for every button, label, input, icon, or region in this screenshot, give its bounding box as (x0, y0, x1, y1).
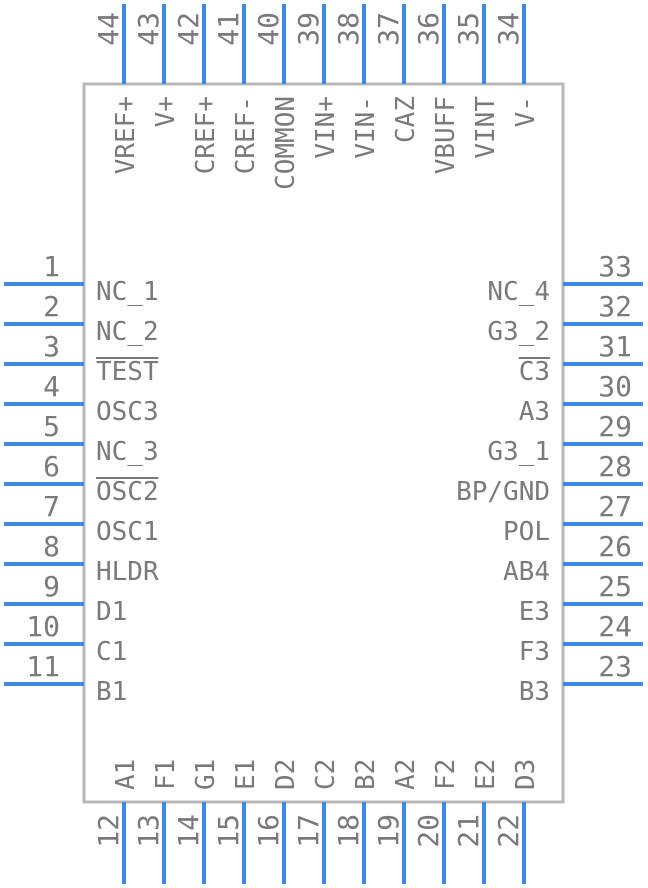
pin-label-nc-1: NC_1 (96, 277, 159, 307)
pin-number-41: 41 (212, 12, 245, 46)
pin-label-osc1: OSC1 (96, 517, 159, 547)
pin-number-37: 37 (372, 12, 405, 46)
pin-number-24: 24 (598, 610, 632, 643)
pin-label-g3-1: G3_1 (487, 437, 550, 467)
pin-number-17: 17 (292, 814, 325, 848)
pin-label-b3: B3 (519, 677, 550, 707)
pin-label-ab4: AB4 (503, 557, 550, 587)
pin-number-40: 40 (252, 12, 285, 46)
pin-number-15: 15 (212, 814, 245, 848)
pin-number-8: 8 (43, 530, 60, 563)
pin-label-hldr: HLDR (96, 557, 159, 587)
pin-number-28: 28 (598, 450, 632, 483)
pin-number-42: 42 (172, 12, 205, 46)
pin-label-nc-4: NC_4 (487, 277, 550, 307)
pin-label-osc3: OSC3 (96, 397, 159, 427)
pin-number-3: 3 (43, 330, 60, 363)
pin-label-caz: CAZ (391, 96, 421, 143)
pin-label-common: COMMON (271, 96, 301, 190)
pin-label-c1: C1 (96, 637, 127, 667)
pin-number-34: 34 (492, 12, 525, 46)
pin-label-vinplus: VIN+ (311, 96, 341, 159)
pin-number-4: 4 (43, 370, 60, 403)
pin-number-36: 36 (412, 12, 445, 46)
pin-number-1: 1 (43, 250, 60, 283)
pin-label-e1: E1 (231, 759, 261, 790)
pin-label-f3: F3 (519, 637, 550, 667)
pin-label-d1: D1 (96, 597, 127, 627)
pin-label-crefplus: CREF+ (191, 96, 221, 174)
pin-number-6: 6 (43, 450, 60, 483)
pin-label-crefminus: CREF- (231, 96, 261, 174)
pin-label-f1: F1 (151, 759, 181, 790)
pin-number-16: 16 (252, 814, 285, 848)
pin-label-e2: E2 (471, 759, 501, 790)
pin-label-d2: D2 (271, 759, 301, 790)
pin-label-vminus: V- (511, 96, 541, 127)
pin-number-5: 5 (43, 410, 60, 443)
pin-number-31: 31 (598, 330, 632, 363)
pin-label-a3: A3 (519, 397, 550, 427)
pin-label-e3: E3 (519, 597, 550, 627)
pin-number-43: 43 (132, 12, 165, 46)
pin-number-20: 20 (412, 814, 445, 848)
pin-label-a1: A1 (111, 759, 141, 790)
pin-number-19: 19 (372, 814, 405, 848)
pin-number-2: 2 (43, 290, 60, 323)
pin-number-39: 39 (292, 12, 325, 46)
pin-number-30: 30 (598, 370, 632, 403)
pin-label-a2: A2 (391, 759, 421, 790)
pin-number-27: 27 (598, 490, 632, 523)
pin-label-pol: POL (503, 517, 550, 547)
pin-label-osc2: OSC2 (96, 477, 159, 507)
pin-number-18: 18 (332, 814, 365, 848)
pin-number-25: 25 (598, 570, 632, 603)
pin-label-bp-gnd: BP/GND (456, 477, 550, 507)
pin-number-29: 29 (598, 410, 632, 443)
pin-label-b2: B2 (351, 759, 381, 790)
pin-label-vinminus: VIN- (351, 96, 381, 159)
pin-label-vint: VINT (471, 96, 501, 159)
pin-label-d3: D3 (511, 759, 541, 790)
pin-number-11: 11 (26, 650, 60, 683)
pin-label-c3: C3 (519, 357, 550, 387)
pin-number-10: 10 (26, 610, 60, 643)
pin-number-12: 12 (92, 814, 125, 848)
pin-label-g3-2: G3_2 (487, 317, 550, 347)
pin-number-26: 26 (598, 530, 632, 563)
pin-number-35: 35 (452, 12, 485, 46)
pin-label-test: TEST (96, 357, 159, 387)
pin-number-7: 7 (43, 490, 60, 523)
pin-number-14: 14 (172, 814, 205, 848)
ic-body (82, 82, 565, 804)
pin-label-vplus: V+ (151, 96, 181, 127)
pin-label-f2: F2 (431, 759, 461, 790)
pin-number-23: 23 (598, 650, 632, 683)
pin-label-nc-3: NC_3 (96, 437, 159, 467)
pin-label-c2: C2 (311, 759, 341, 790)
pin-number-13: 13 (132, 814, 165, 848)
pin-number-9: 9 (43, 570, 60, 603)
pin-number-38: 38 (332, 12, 365, 46)
pin-number-32: 32 (598, 290, 632, 323)
pin-label-g1: G1 (191, 759, 221, 790)
pin-number-22: 22 (492, 814, 525, 848)
pin-number-21: 21 (452, 814, 485, 848)
pin-number-44: 44 (92, 12, 125, 46)
pin-label-nc-2: NC_2 (96, 317, 159, 347)
pin-number-33: 33 (598, 250, 632, 283)
pin-label-vbuff: VBUFF (431, 96, 461, 174)
pin-label-b1: B1 (96, 677, 127, 707)
pin-label-vrefplus: VREF+ (111, 96, 141, 174)
